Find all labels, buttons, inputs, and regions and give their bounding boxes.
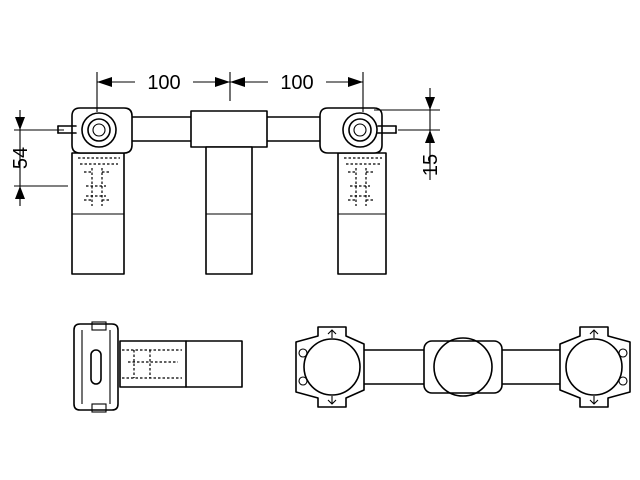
arrowhead-icon (425, 97, 435, 110)
dimension-height-left: 54 (10, 110, 68, 206)
arrowhead-icon (230, 77, 245, 87)
dimension-label-height-right: 15 (420, 154, 442, 176)
dimension-label-right: 100 (280, 72, 313, 94)
arrowhead-icon (348, 77, 363, 87)
arrowhead-icon (215, 77, 230, 87)
front-view: 100 100 54 15 (10, 68, 442, 275)
center-t-fitting (190, 110, 268, 275)
dimension-label-height-left: 54 (10, 147, 32, 169)
left-valve-body (57, 107, 133, 275)
top-right-body (559, 326, 631, 408)
dimension-height-right: 15 (374, 88, 442, 180)
arrowhead-icon (15, 186, 25, 199)
top-view (295, 326, 631, 408)
arrowhead-icon (425, 130, 435, 143)
dimension-spacing: 100 100 (96, 68, 364, 112)
side-view (73, 321, 243, 413)
top-left-body (295, 326, 365, 408)
arrowhead-icon (97, 77, 112, 87)
top-center-body (423, 337, 503, 397)
arrowhead-icon (15, 117, 25, 130)
dimension-label-left: 100 (147, 72, 180, 94)
right-valve-body (319, 107, 397, 275)
